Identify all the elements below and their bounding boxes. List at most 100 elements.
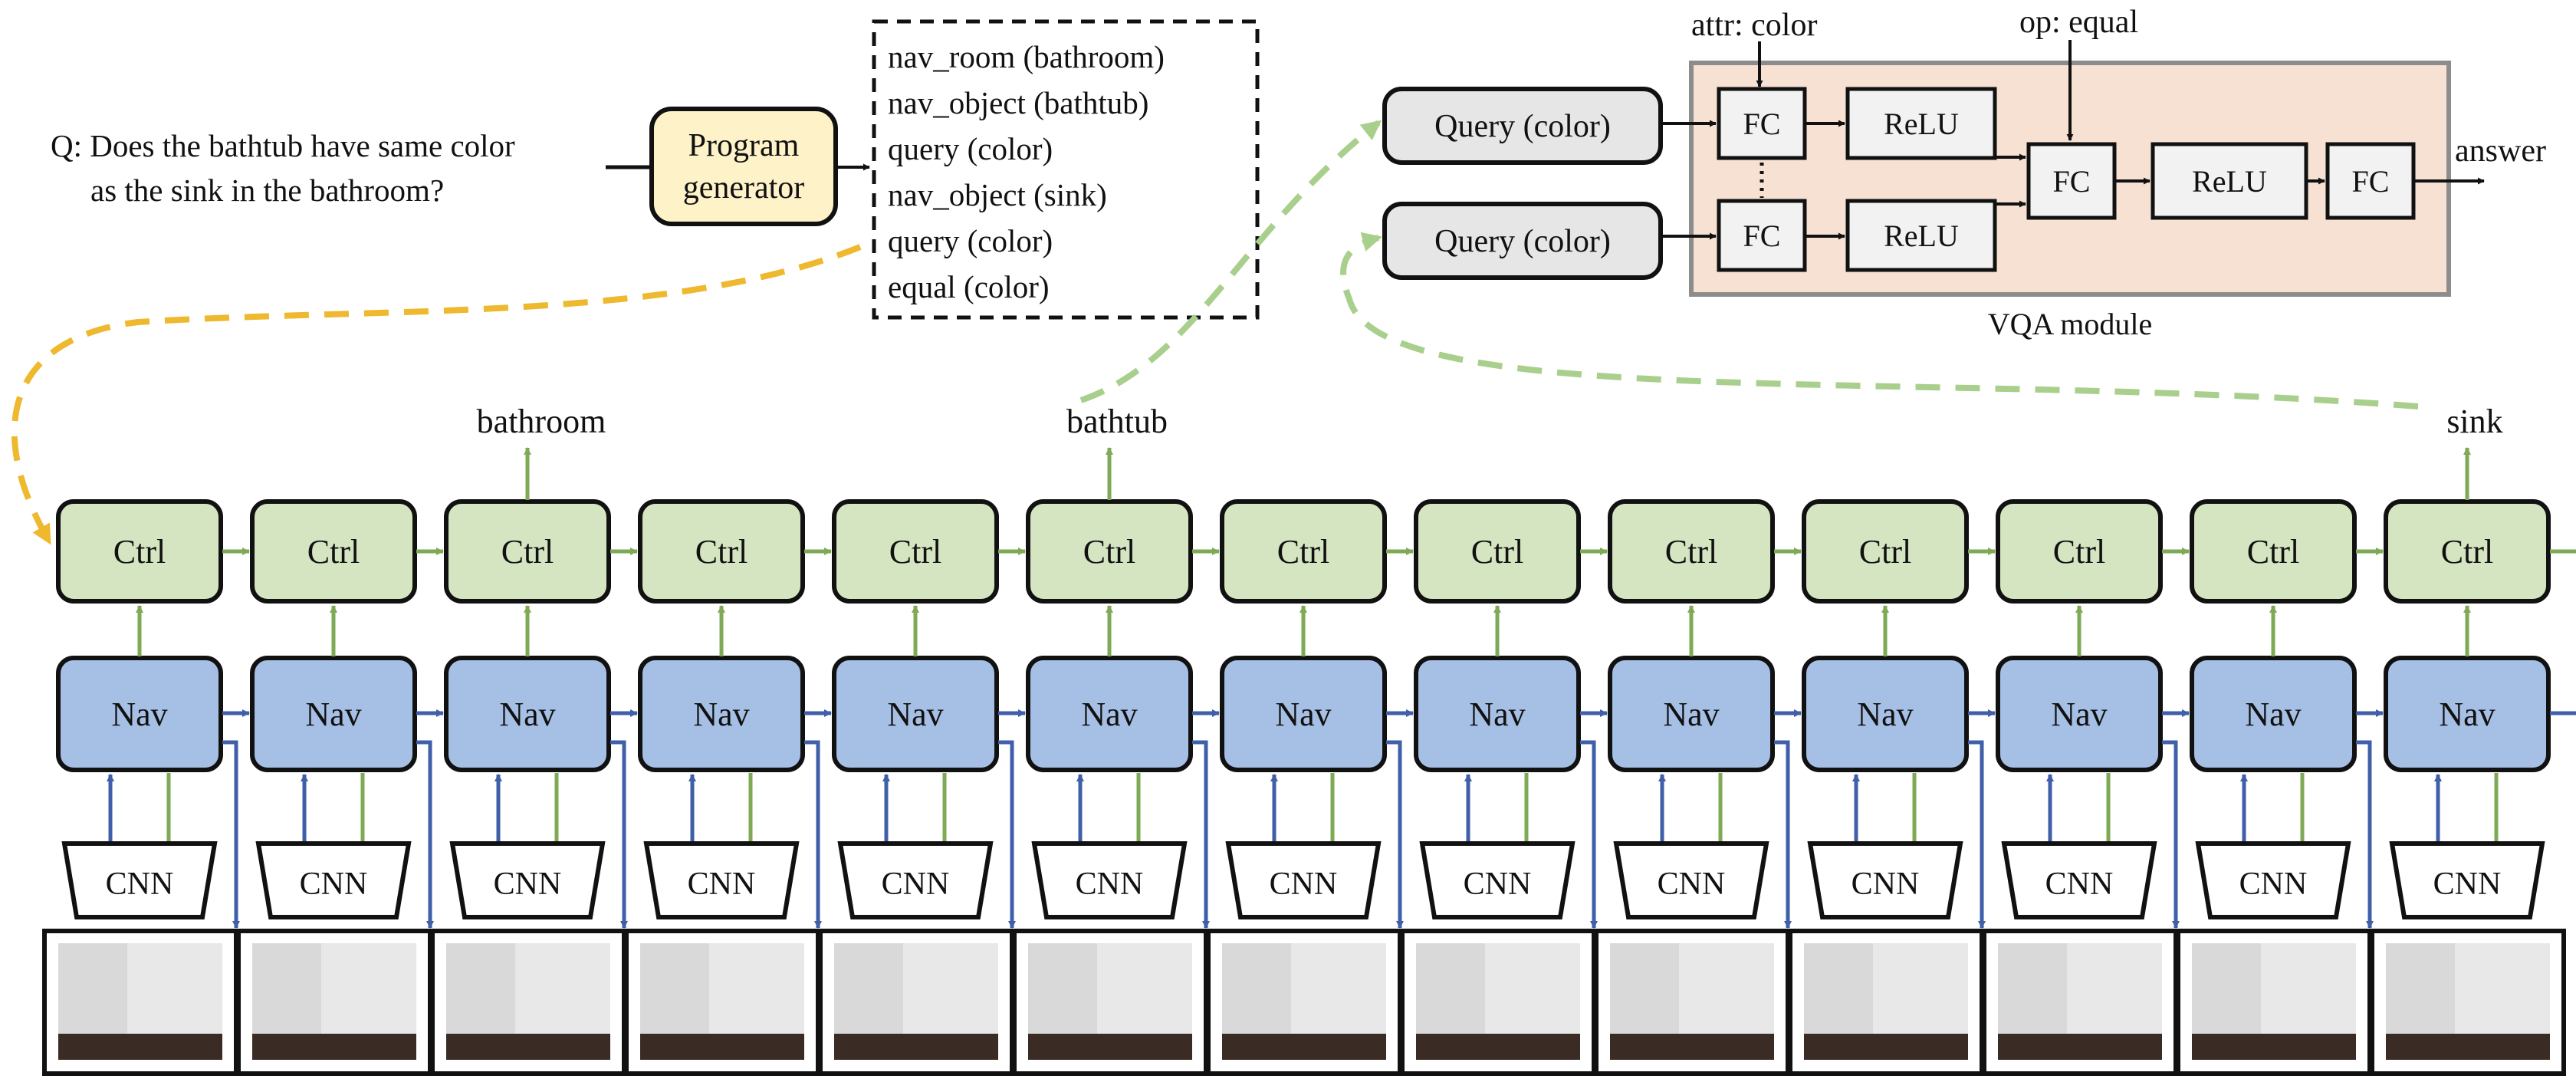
nav-action-arrow (1580, 740, 1598, 929)
program-generator-label-2: generator (683, 170, 805, 206)
question-line-1: Q: Does the bathtub have same color (51, 128, 515, 163)
relu-label-bottom: ReLU (1884, 219, 1959, 253)
nav-action-arrow (998, 740, 1016, 929)
fc-box-top (1717, 87, 1807, 160)
nav-action-arrow (1192, 740, 1210, 929)
room-frame-icon (1028, 943, 1192, 1060)
query-label-2: Query (color) (1434, 224, 1611, 259)
cnn-label: CNN (300, 867, 368, 902)
nav-label: Nav (2245, 696, 2301, 733)
ctrl-label: Ctrl (2247, 533, 2299, 571)
room-frame-icon (2192, 943, 2356, 1060)
cnn-block (61, 841, 218, 919)
room-frame-icon (834, 943, 998, 1060)
cnn-block (2195, 841, 2351, 919)
query-box-2 (1382, 202, 1663, 280)
nav-block (638, 656, 805, 772)
nav-action-arrow (610, 740, 628, 929)
fc-label-merge: FC (2053, 164, 2091, 199)
timestep: CNN Nav Ctrl (236, 499, 444, 1076)
nav-action-arrow (416, 740, 434, 929)
ctrl-block (56, 499, 223, 604)
nav-block (1608, 656, 1775, 772)
nav-block (832, 656, 999, 772)
program-box (872, 19, 1260, 320)
nav-action-arrow (1968, 740, 1986, 929)
cnn-label: CNN (1852, 867, 1920, 902)
nav-label: Nav (305, 696, 361, 733)
ctrl-block (1608, 499, 1775, 604)
cnn-block (449, 841, 606, 919)
nav-label: Nav (1469, 696, 1525, 733)
room-frame-icon (446, 943, 610, 1060)
cnn-label: CNN (106, 867, 174, 902)
cnn-block (1225, 841, 1382, 919)
vqa-module-label: VQA module (1988, 307, 2152, 341)
cnn-block (1613, 841, 1769, 919)
ctrl-block (832, 499, 999, 604)
nav-label: Nav (2439, 696, 2495, 733)
ctrl-block (444, 499, 611, 604)
relu-label-top: ReLU (1884, 107, 1959, 141)
cnn-label: CNN (1076, 867, 1144, 902)
nav-label: Nav (499, 696, 555, 733)
cnn-block (1807, 841, 1963, 919)
program-line: equal (color) (888, 269, 1050, 304)
relu-box-merge (2150, 142, 2308, 220)
cnn-label: CNN (2045, 867, 2114, 902)
relu-label-merge: ReLU (2192, 164, 2267, 199)
ctrl-label: Ctrl (1859, 533, 1911, 571)
nav-label: Nav (1663, 696, 1719, 733)
ctrl-label: Ctrl (501, 533, 554, 571)
nav-label: Nav (2051, 696, 2107, 733)
cnn-label: CNN (2239, 867, 2308, 902)
ctrl-output-label: bathroom (477, 403, 606, 440)
fc-label-top: FC (1743, 107, 1781, 141)
program-to-timeline-dashed-arrow (11, 244, 862, 545)
query-label-1: Query (color) (1434, 109, 1611, 144)
attr-color-label: attr: color (1691, 8, 1817, 43)
nav-action-arrow (804, 740, 822, 929)
question-line-2: as the sink in the bathroom? (90, 173, 444, 208)
program-generator-box (649, 107, 838, 226)
ctrl-block (1996, 499, 2163, 604)
cnn-label: CNN (2433, 867, 2502, 902)
cnn-block (2001, 841, 2157, 919)
nav-label: Nav (111, 696, 167, 733)
nav-action-arrow (2356, 740, 2374, 929)
fc-label-bottom: FC (1743, 219, 1781, 253)
nav-action-arrow (2162, 740, 2180, 929)
program-generator-label-1: Program (688, 128, 800, 163)
timestep: CNN Nav Ctrl (2176, 499, 2384, 1076)
cnn-label: CNN (494, 867, 562, 902)
ctrl-label: Ctrl (1665, 533, 1717, 571)
nav-block (56, 656, 223, 772)
room-frame-icon (1998, 943, 2162, 1060)
room-frame-icon (58, 943, 222, 1060)
nav-action-arrow (222, 740, 240, 929)
ctrl-label: Ctrl (307, 533, 360, 571)
nav-label: Nav (1857, 696, 1913, 733)
answer-label: answer (2455, 133, 2546, 169)
program-line: nav_object (bathtub) (888, 85, 1148, 120)
cnn-label: CNN (882, 867, 950, 902)
cnn-block (643, 841, 800, 919)
fc-box-merge (2026, 142, 2117, 220)
cnn-label: CNN (1658, 867, 1726, 902)
ctrl-output-label: bathtub (1066, 403, 1168, 440)
cnn-block (255, 841, 412, 919)
ctrl-block (1026, 499, 1193, 604)
ctrl-block (2190, 499, 2357, 604)
relu-box-bottom (1845, 199, 1997, 272)
program-line: query (color) (888, 131, 1053, 166)
cnn-label: CNN (1270, 867, 1338, 902)
nav-block (1802, 656, 1969, 772)
